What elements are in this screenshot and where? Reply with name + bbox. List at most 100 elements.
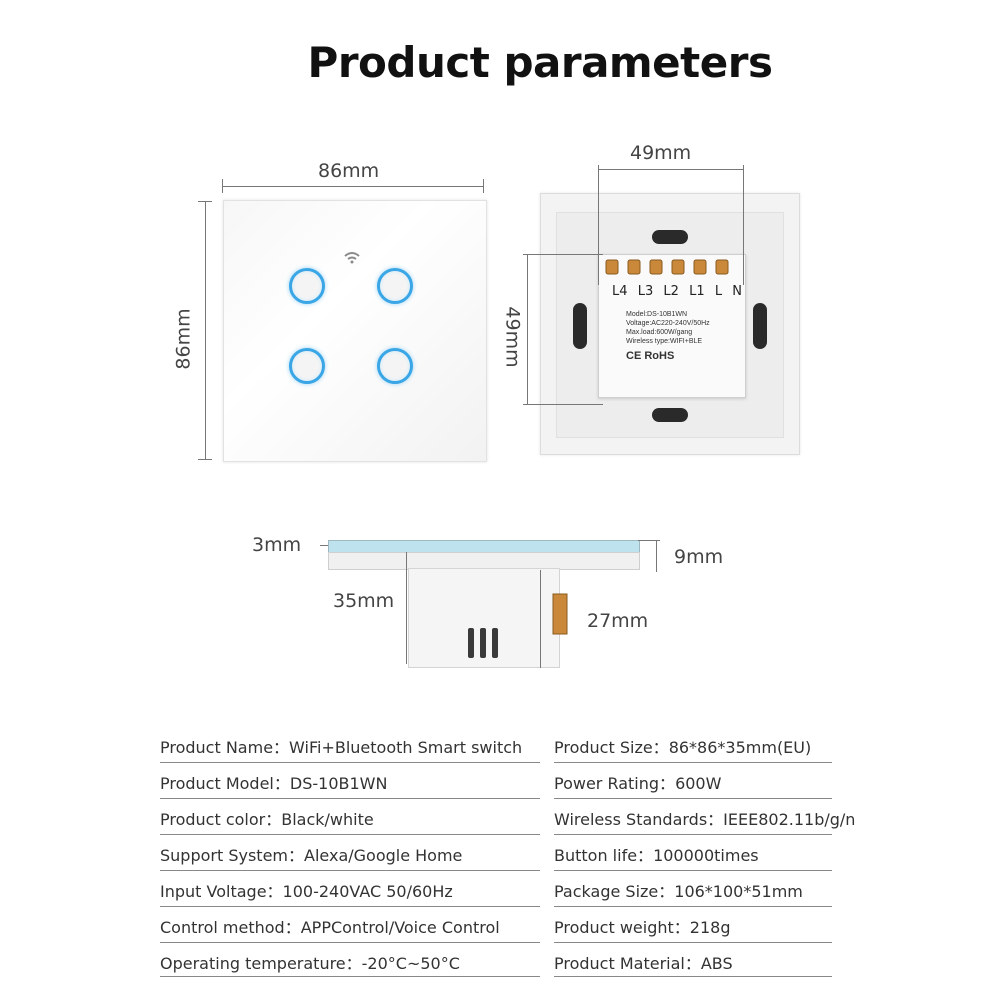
spec-value: 100-240VAC 50/60Hz xyxy=(282,882,453,901)
spec-label: Product Model： xyxy=(160,774,290,793)
back-width-ext-right xyxy=(743,165,744,285)
back-height-ext-top xyxy=(523,254,603,255)
front-width-line xyxy=(222,186,484,187)
front-height-line xyxy=(205,201,206,459)
spec-value: DS-10B1WN xyxy=(289,774,388,793)
back-width-label: 49mm xyxy=(630,142,692,164)
spec-right-2: Power Rating：600W xyxy=(554,770,721,804)
side-box xyxy=(408,568,560,668)
spec-left-4: Support System：Alexa/Google Home xyxy=(160,842,462,876)
spec-divider xyxy=(554,762,832,763)
terminal-l3: L3 xyxy=(637,284,654,299)
spec-divider xyxy=(554,834,832,835)
spec-divider xyxy=(160,870,540,871)
spec-label: Support System： xyxy=(160,846,305,865)
front-panel xyxy=(223,200,487,462)
glass-thickness-line xyxy=(320,545,328,546)
panel-thickness-ext xyxy=(638,540,660,541)
spec-value: APPControl/Voice Control xyxy=(300,918,500,937)
module-label: Model:DS-10B1WN Voltage:AC220-240V/50Hz … xyxy=(626,310,710,362)
spec-right-5: Package Size：106*100*51mm xyxy=(554,878,803,912)
spec-divider xyxy=(160,798,540,799)
label-max-load: Max.load:600W/gang xyxy=(626,329,693,336)
back-height-label: 49mm xyxy=(501,306,524,368)
spec-divider xyxy=(554,976,832,977)
spec-divider xyxy=(554,870,832,871)
spec-label: Product Size： xyxy=(554,738,669,757)
front-width-label: 86mm xyxy=(318,160,380,182)
spec-right-4: Button life：100000times xyxy=(554,842,759,876)
spec-value: 600W xyxy=(675,774,722,793)
spec-label: Product weight： xyxy=(554,918,690,937)
spec-label: Package Size： xyxy=(554,882,675,901)
terminal-l: L xyxy=(714,284,723,299)
back-height-ext-bottom xyxy=(523,404,603,405)
spec-label: Wireless Standards： xyxy=(554,810,724,829)
spec-divider xyxy=(554,942,832,943)
front-width-tick-left xyxy=(222,179,223,193)
spec-value: IEEE802.11b/g/n xyxy=(723,810,856,829)
spec-left-6: Control method：APPControl/Voice Control xyxy=(160,914,500,948)
panel-thickness-line xyxy=(656,540,657,572)
back-width-line xyxy=(598,169,744,170)
spec-divider xyxy=(554,906,832,907)
spec-divider xyxy=(160,942,540,943)
panel-thickness-label: 9mm xyxy=(674,546,724,568)
spec-value: ABS xyxy=(700,954,733,973)
spec-label: Product Name： xyxy=(160,738,290,757)
front-width-tick-right xyxy=(483,179,484,193)
spec-label: Control method： xyxy=(160,918,301,937)
front-height-label: 86mm xyxy=(172,308,195,370)
spec-label: Button life： xyxy=(554,846,654,865)
spec-divider xyxy=(160,906,540,907)
label-voltage: Voltage:AC220-240V/50Hz xyxy=(626,320,710,327)
terminal-l2: L2 xyxy=(663,284,679,299)
spec-value: Black/white xyxy=(281,810,374,829)
back-height-line xyxy=(527,254,528,404)
spec-value: 106*100*51mm xyxy=(674,882,803,901)
spec-divider xyxy=(160,976,540,977)
spec-value: 218g xyxy=(689,918,731,937)
spec-label: Operating temperature： xyxy=(160,954,362,973)
label-model: Model:DS-10B1WN xyxy=(626,311,688,318)
spec-value: 100000times xyxy=(653,846,759,865)
back-width-ext-left xyxy=(598,165,599,285)
spec-value: WiFi+Bluetooth Smart switch xyxy=(289,738,523,757)
page-title: Product parameters xyxy=(307,38,773,87)
spec-divider xyxy=(160,762,540,763)
spec-value: -20°C~50°C xyxy=(361,954,460,973)
glass-thickness-label: 3mm xyxy=(252,534,302,556)
terminal-l1: L1 xyxy=(689,284,705,299)
touch-button-3[interactable] xyxy=(289,348,325,384)
spec-right-6: Product weight：218g xyxy=(554,914,731,948)
spec-label: Product Material： xyxy=(554,954,701,973)
spec-left-2: Product Model：DS-10B1WN xyxy=(160,770,387,804)
front-height-tick-top xyxy=(198,201,212,202)
mount-slot-bottom xyxy=(652,408,688,422)
mount-slot-top xyxy=(652,230,688,244)
spec-value: 86*86*35mm(EU) xyxy=(668,738,812,757)
terminal-labels: L4 L3 L2 L1 L N xyxy=(612,284,742,299)
label-certs: CE RoHS xyxy=(626,350,675,362)
label-wireless: Wireless type:WIFI+BLE xyxy=(626,338,703,345)
touch-button-2[interactable] xyxy=(377,268,413,304)
terminal-n: N xyxy=(732,284,742,299)
front-height-tick-bottom xyxy=(198,459,212,460)
terminal-l4: L4 xyxy=(612,284,628,299)
spec-divider xyxy=(554,798,832,799)
spec-label: Product color： xyxy=(160,810,282,829)
spec-label: Power Rating： xyxy=(554,774,676,793)
touch-button-1[interactable] xyxy=(289,268,325,304)
total-depth-label: 35mm xyxy=(333,590,395,612)
spec-left-7: Operating temperature：-20°C~50°C xyxy=(160,950,460,984)
spec-value: Alexa/Google Home xyxy=(304,846,463,865)
spec-left-5: Input Voltage：100-240VAC 50/60Hz xyxy=(160,878,453,912)
module-box xyxy=(598,254,746,398)
touch-button-4[interactable] xyxy=(377,348,413,384)
spec-label: Input Voltage： xyxy=(160,882,283,901)
box-depth-line xyxy=(540,570,541,668)
spec-right-7: Product Material：ABS xyxy=(554,950,733,984)
total-depth-line xyxy=(406,552,407,664)
